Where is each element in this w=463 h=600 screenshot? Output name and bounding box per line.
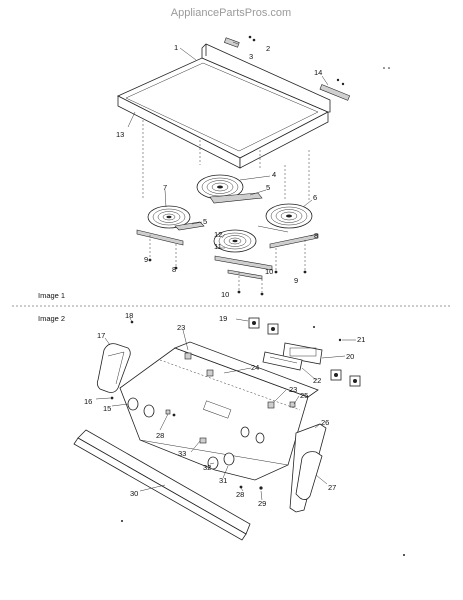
control-knob-icons <box>127 352 296 470</box>
surface-element-11-icon <box>213 229 257 253</box>
callout-26: 26 <box>321 418 329 427</box>
callout-29: 29 <box>258 499 266 508</box>
knob-set-22-icon <box>330 369 361 387</box>
callout-8-right: 8 <box>314 231 318 240</box>
image-2-group: 18 17 16 15 23 19 21 20 24 22 23 25 26 2… <box>73 311 405 556</box>
callout-28-left: 28 <box>156 431 164 440</box>
screw-icons <box>148 235 307 296</box>
callout-25: 25 <box>300 391 308 400</box>
callout-4: 4 <box>272 170 276 179</box>
knob-set-19-icon <box>248 317 279 335</box>
callout-6: 6 <box>313 193 317 202</box>
callout-28-bottom: 28 <box>236 490 244 499</box>
callout-9-right: 9 <box>294 276 298 285</box>
callout-21: 21 <box>357 335 365 344</box>
cooktop-glass-icon <box>117 43 331 169</box>
watermark-text: AppliancePartsPros.com <box>171 7 291 19</box>
callout-8-left: 8 <box>172 265 176 274</box>
callout-12: 12 <box>214 230 222 239</box>
side-trim-right-icon <box>289 423 327 513</box>
side-trim-left-icon <box>96 320 134 393</box>
callout-14: 14 <box>314 68 322 77</box>
callout-24: 24 <box>251 363 259 372</box>
callout-10-bottom: 10 <box>221 290 229 299</box>
section-label-image-1: Image 1 <box>38 291 65 300</box>
screw-icons-image-2 <box>110 396 405 556</box>
callout-18: 18 <box>125 311 133 320</box>
bracket-14-icon <box>319 78 351 101</box>
callout-31: 31 <box>219 476 227 485</box>
image-1-group: 1 2 3 14 13 4 5 6 7 5 8 12 11 9 8 10 10 … <box>116 35 390 299</box>
callout-9-left: 9 <box>144 255 148 264</box>
callout-17: 17 <box>97 331 105 340</box>
callout-23-right: 23 <box>289 385 297 394</box>
surface-element-7-icon <box>147 205 205 231</box>
callout-27: 27 <box>328 483 336 492</box>
callout-3: 3 <box>249 52 253 61</box>
callout-33: 33 <box>178 449 186 458</box>
callout-10-right: 10 <box>265 267 273 276</box>
surface-element-4-icon <box>196 174 263 204</box>
leader-lines-image-1 <box>127 41 329 249</box>
callouts-image-1: 1 2 3 14 13 4 5 6 7 5 8 12 11 9 8 10 10 … <box>116 43 322 299</box>
section-label-image-2: Image 2 <box>38 314 65 323</box>
callout-13: 13 <box>116 130 124 139</box>
callout-15: 15 <box>103 404 111 413</box>
callout-22: 22 <box>313 376 321 385</box>
screw-bracket-2-icon <box>224 35 256 48</box>
callout-5-top: 5 <box>266 183 270 192</box>
callouts-image-2: 18 17 16 15 23 19 21 20 24 22 23 25 26 2… <box>84 311 365 508</box>
callout-16: 16 <box>84 397 92 406</box>
support-bracket-icons <box>136 229 319 280</box>
callout-19: 19 <box>219 314 227 323</box>
callout-11: 11 <box>214 242 222 251</box>
leader-lines-image-2 <box>95 317 356 501</box>
surface-element-6-icon <box>265 203 313 229</box>
callout-1: 1 <box>174 43 178 52</box>
callout-20: 20 <box>346 352 354 361</box>
lower-trim-30-icon <box>73 429 251 541</box>
control-panel-icon <box>119 341 319 481</box>
clock-timer-icon <box>262 342 323 371</box>
callout-23-top: 23 <box>177 323 185 332</box>
callout-2: 2 <box>266 44 270 53</box>
callout-30: 30 <box>130 489 138 498</box>
callout-5-left: 5 <box>203 217 207 226</box>
callout-32: 32 <box>203 463 211 472</box>
callout-7: 7 <box>163 183 167 192</box>
